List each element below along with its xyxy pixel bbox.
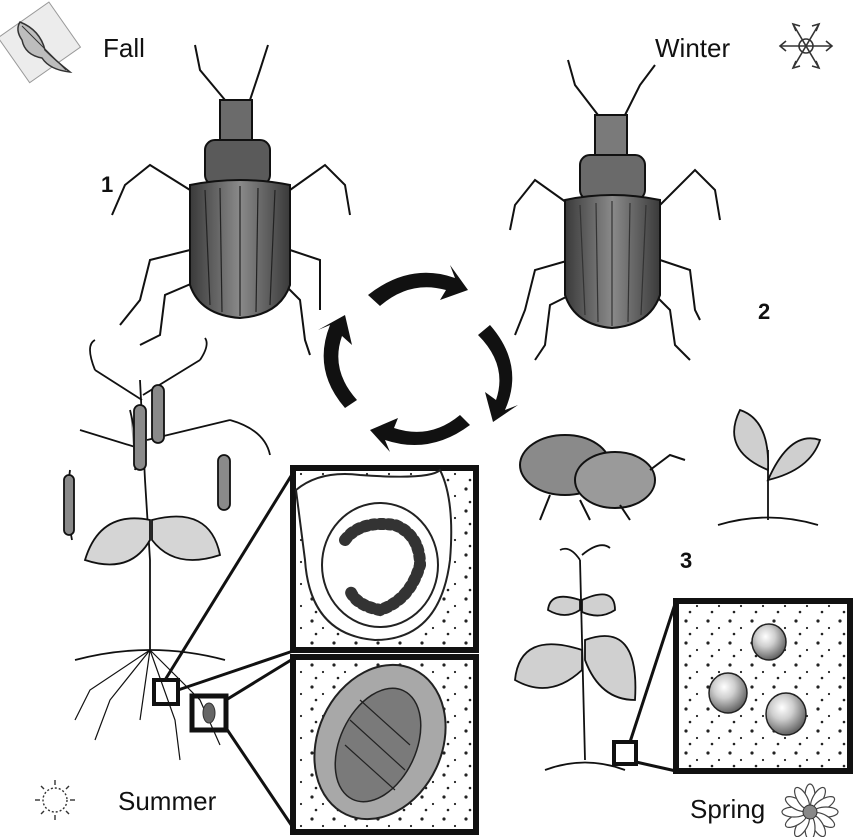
sun-ring-icon [35, 780, 75, 820]
cycle-arrows [318, 265, 518, 452]
seedling-right [718, 410, 820, 525]
stage-number-3: 3 [680, 548, 692, 574]
daisy-flower-icon [782, 784, 838, 837]
adult-weevil-winter [510, 60, 720, 360]
young-pea-plant [515, 545, 635, 770]
snowflake-icon [780, 24, 832, 68]
season-label-summer: Summer [118, 786, 216, 817]
larva-insert [293, 468, 476, 650]
arrow-right [478, 325, 518, 422]
pupa-insert [290, 643, 476, 837]
stage-number-2: 2 [758, 299, 770, 325]
season-label-fall: Fall [103, 33, 145, 64]
season-label-spring: Spring [690, 794, 765, 825]
eggs-insert [676, 601, 850, 771]
stage-number-1: 1 [101, 172, 113, 198]
arrow-left [318, 315, 357, 408]
arrow-bottom [370, 415, 470, 452]
adult-weevil-fall [112, 45, 350, 355]
season-label-winter: Winter [655, 33, 730, 64]
mature-pea-plant [64, 338, 270, 760]
oak-leaf-icon [0, 2, 80, 83]
arrow-top [368, 265, 468, 306]
mating-weevils [520, 435, 685, 520]
